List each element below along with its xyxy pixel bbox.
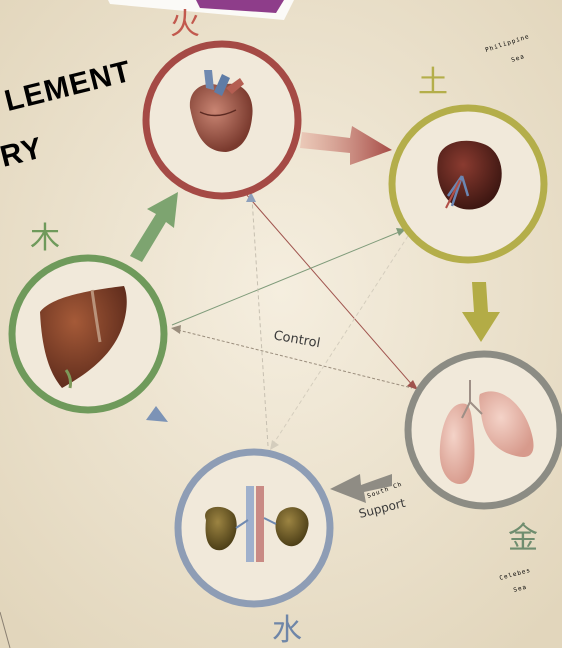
node-earth — [392, 108, 544, 260]
char-water: 水 — [272, 613, 302, 648]
ring-metal — [408, 354, 560, 506]
node-fire — [146, 44, 298, 196]
char-wood: 木 — [30, 221, 60, 256]
char-fire: 火 — [170, 7, 200, 42]
node-water — [178, 452, 330, 604]
node-wood — [12, 258, 164, 410]
node-metal — [408, 354, 560, 506]
char-metal: 金 — [508, 521, 538, 556]
char-earth: 土 — [418, 65, 448, 100]
